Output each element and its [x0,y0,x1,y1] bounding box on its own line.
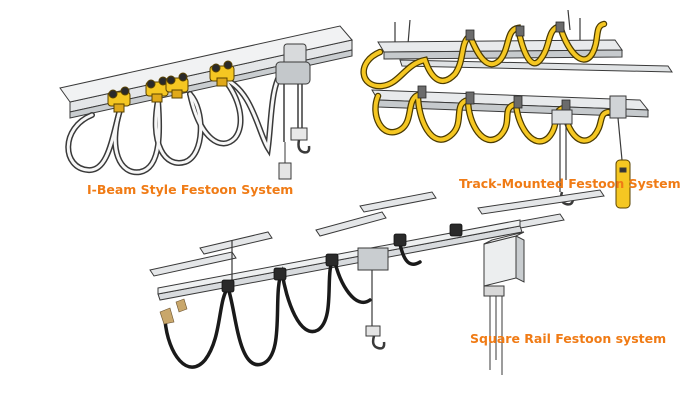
junction-box-icon [483,231,525,375]
square-rail-festoon-system [149,189,605,375]
square-rail-cable [163,242,422,369]
caption-square-rail: Square Rail Festoon system [470,331,666,346]
caption-ibeam: I-Beam Style Festoon System [87,182,293,197]
hook-icon [371,335,386,350]
ibeam-festoon-system [59,25,353,180]
track-mounted-festoon-system [360,9,673,209]
square-rail [157,219,523,301]
hoist-icon [275,43,311,180]
caption-track-mounted: Track-Mounted Festoon System [459,176,681,191]
trolley-icon [107,60,235,113]
